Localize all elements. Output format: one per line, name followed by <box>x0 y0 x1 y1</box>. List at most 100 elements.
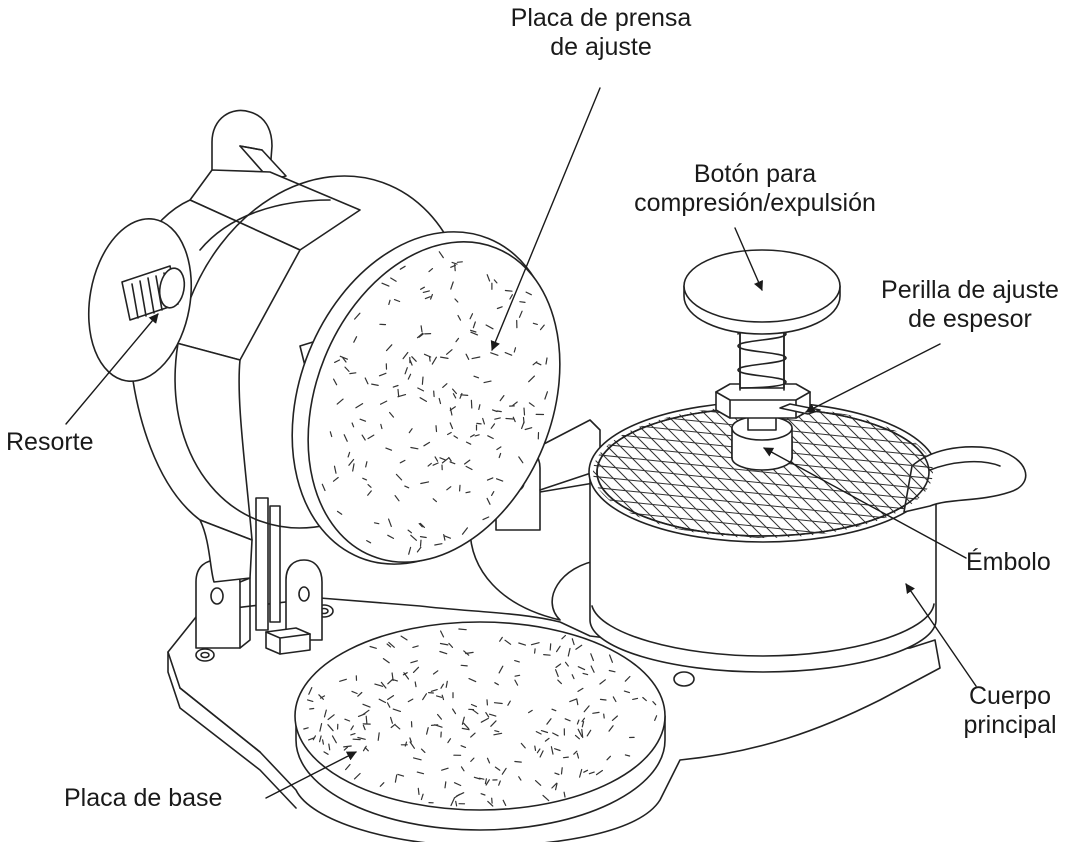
speckle-mark <box>555 645 561 653</box>
spring-knob <box>87 217 193 383</box>
leader-lines <box>65 87 977 799</box>
speckle-mark <box>339 355 348 360</box>
speckle-mark <box>388 641 395 648</box>
speckle-mark <box>394 495 400 502</box>
speckle-mark <box>460 664 468 667</box>
speckle-mark <box>499 395 505 402</box>
speckle-mark <box>470 757 475 763</box>
speckle-mark <box>524 427 533 431</box>
speckle-mark <box>308 737 315 741</box>
speckle-mark <box>528 375 536 383</box>
speckle-mark <box>452 393 457 399</box>
speckle-mark <box>470 732 476 738</box>
grid-line <box>653 406 795 538</box>
arrow-thickness-knob <box>805 343 941 413</box>
speckle-mark <box>590 653 595 662</box>
speckle-mark <box>487 800 494 807</box>
speckle-mark <box>438 251 444 259</box>
speckle-mark <box>420 481 430 485</box>
speckle-mark <box>473 375 480 379</box>
speckle-mark <box>402 351 409 360</box>
speckle-mark <box>390 723 396 729</box>
speckle-mark <box>608 669 616 673</box>
speckle-mark <box>535 362 542 366</box>
main-body <box>588 401 1027 673</box>
speckle-mark <box>419 522 425 529</box>
speckle-mark <box>581 720 585 728</box>
speckle-mark <box>486 274 491 282</box>
speckle-mark <box>400 635 408 641</box>
speckle-mark <box>414 681 417 688</box>
speckle-mark <box>391 672 394 682</box>
speckle-mark <box>410 534 417 541</box>
speckle-mark <box>528 402 535 407</box>
speckle-mark <box>608 654 614 663</box>
speckle-mark <box>518 456 524 464</box>
speckle-mark <box>443 535 451 539</box>
speckle-mark <box>343 746 349 751</box>
speckle-mark <box>452 388 457 395</box>
arrow-main-body <box>905 583 977 687</box>
speckle-mark <box>491 491 495 496</box>
speckle-mark <box>471 356 481 360</box>
speckle-mark <box>418 333 424 338</box>
speckle-mark <box>447 431 452 436</box>
speckle-mark <box>512 416 516 423</box>
speckle-mark <box>539 750 544 758</box>
speckle-mark <box>333 465 337 474</box>
speckle-mark <box>525 291 532 296</box>
speckle-mark <box>345 763 351 771</box>
speckle-mark <box>490 720 497 727</box>
speckle-mark <box>581 728 584 739</box>
speckle-mark <box>545 357 548 365</box>
speckle-mark <box>352 463 355 472</box>
speckle-mark <box>590 665 595 673</box>
speckle-mark <box>577 687 584 693</box>
speckle-mark <box>452 708 457 715</box>
speckle-mark <box>404 367 408 375</box>
speckle-mark <box>408 428 413 434</box>
speckle-mark <box>450 264 456 268</box>
speckle-mark <box>343 745 352 748</box>
speckle-mark <box>439 457 446 461</box>
speckle-mark <box>458 628 467 631</box>
speckle-mark <box>588 771 595 775</box>
speckle-mark <box>441 457 449 464</box>
speckle-mark <box>390 716 393 724</box>
speckle-mark <box>432 462 439 466</box>
speckle-mark <box>419 539 422 547</box>
speckle-mark <box>448 456 452 462</box>
speckle-mark <box>642 696 647 702</box>
speckle-mark <box>366 539 372 544</box>
speckle-mark <box>362 745 367 752</box>
speckle-mark <box>554 782 558 791</box>
speckle-mark <box>322 739 324 745</box>
speckle-mark <box>470 331 479 336</box>
speckle-mark <box>519 301 526 303</box>
speckle-mark <box>595 769 604 776</box>
speckle-mark <box>380 681 387 689</box>
speckle-mark <box>373 522 380 525</box>
speckle-mark <box>606 755 612 761</box>
speckle-mark <box>430 688 438 692</box>
speckle-mark <box>603 713 605 719</box>
speckle-mark <box>470 329 477 333</box>
speckle-mark <box>463 722 470 730</box>
speckle-mark <box>350 732 356 736</box>
speckle-mark <box>407 373 412 380</box>
speckle-mark <box>385 447 393 451</box>
speckle-mark <box>404 741 408 747</box>
speckle-mark <box>393 299 401 303</box>
speckle-mark <box>569 698 577 703</box>
speckle-mark <box>567 647 571 657</box>
speckle-mark <box>402 672 408 676</box>
speckle-mark <box>351 690 358 695</box>
speckle-mark <box>530 642 540 646</box>
speckle-mark <box>394 774 398 783</box>
speckle-mark <box>453 435 459 439</box>
speckle-mark <box>546 718 552 725</box>
speckle-mark <box>439 650 448 655</box>
grid-line <box>705 406 847 538</box>
speckle-mark <box>465 441 472 445</box>
